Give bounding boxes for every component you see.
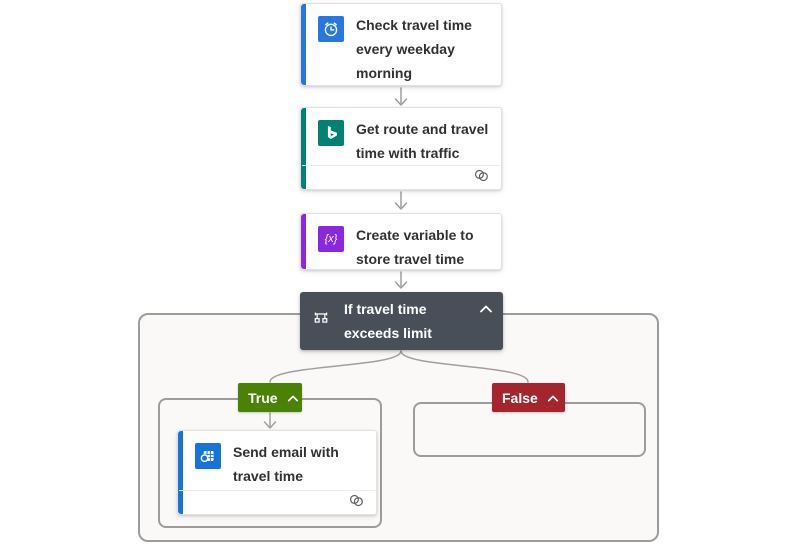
action-title: Create variable to store travel time (356, 227, 474, 267)
condition-card[interactable]: If travel time exceeds limit (300, 292, 503, 350)
chevron-up-icon[interactable] (547, 390, 559, 406)
chevron-up-icon[interactable] (287, 390, 299, 406)
trigger-title: Check travel time every weekday morning (356, 17, 472, 81)
card-footer (179, 490, 375, 514)
bing-maps-icon (318, 120, 344, 146)
action-card-send-email[interactable]: Send email with travel time (177, 430, 377, 515)
action-card-get-route[interactable]: Get route and travel time with traffic (300, 107, 502, 190)
recurrence-clock-icon (318, 16, 344, 42)
variable-glyph: {x} (324, 233, 338, 245)
action-card-create-variable[interactable]: {x} Create variable to store travel time (300, 213, 502, 270)
action-title: Get route and travel time with traffic (356, 121, 489, 161)
accent-bar (301, 214, 306, 269)
card-footer (302, 165, 500, 189)
accent-bar (301, 4, 306, 85)
action-title: Send email with travel time (233, 444, 339, 484)
condition-title: If travel time exceeds limit (344, 301, 432, 341)
connection-icon[interactable] (348, 494, 365, 512)
condition-branch-icon (312, 309, 330, 332)
true-branch-badge[interactable]: True (238, 383, 302, 412)
false-branch-badge[interactable]: False (492, 383, 565, 412)
chevron-up-icon[interactable] (479, 301, 493, 319)
accent-bar (301, 108, 306, 189)
trigger-card[interactable]: Check travel time every weekday morning (300, 3, 502, 86)
variable-icon: {x} (318, 226, 344, 252)
false-label: False (502, 389, 538, 406)
connection-icon[interactable] (473, 169, 490, 187)
true-label: True (248, 389, 278, 406)
outlook-icon (195, 443, 221, 469)
accent-bar (178, 431, 183, 514)
